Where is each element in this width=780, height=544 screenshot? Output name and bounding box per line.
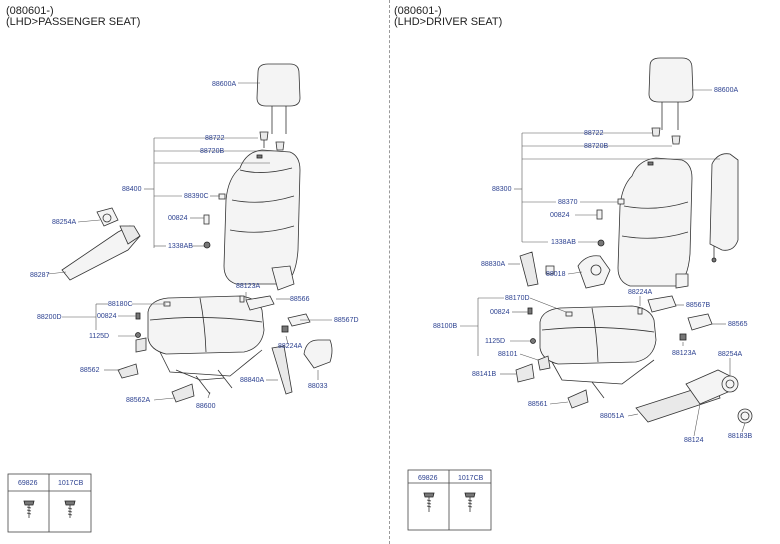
label-88123A: 88123A <box>236 283 260 290</box>
driver-fastener-box: 69826 1017CB <box>407 469 492 531</box>
label-88600: 88600 <box>196 403 216 410</box>
label-88600A-driver: 88600A <box>714 87 738 94</box>
label-88400: 88400 <box>122 186 142 193</box>
box-header-1017CB-driver: 1017CB <box>458 475 484 482</box>
driver-small-parts <box>519 198 689 289</box>
left-diagram-code: (080601-) <box>6 5 54 17</box>
label-88224A: 88224A <box>278 343 302 350</box>
driver-right-parts <box>635 295 753 424</box>
box-header-69826: 69826 <box>18 480 38 487</box>
box-header-69826-driver: 69826 <box>418 475 438 482</box>
driver-head-guides <box>651 127 681 145</box>
label-88033: 88033 <box>308 383 328 390</box>
label-1125D: 1125D <box>89 333 109 340</box>
label-88722: 88722 <box>205 135 225 142</box>
bolt-icon <box>464 492 476 512</box>
label-88720B-driver: 88720B <box>584 143 608 150</box>
label-88141B: 88141B <box>472 371 496 378</box>
label-88254A: 88254A <box>52 219 76 226</box>
panel-divider <box>389 0 390 544</box>
driver-seatback <box>617 157 693 287</box>
label-88018: 88018 <box>546 271 566 278</box>
screw-icon <box>423 492 435 512</box>
label-00824-cushion: 00824 <box>97 313 117 320</box>
driver-cushion <box>515 305 657 409</box>
label-88562: 88562 <box>80 367 100 374</box>
label-88224A-driver: 88224A <box>628 289 652 296</box>
label-88566: 88566 <box>290 296 310 303</box>
label-88390C: 88390C <box>184 193 209 200</box>
label-88370: 88370 <box>558 199 578 206</box>
passenger-cushion <box>117 295 265 403</box>
label-88170D: 88170D <box>505 295 530 302</box>
label-88567B: 88567B <box>686 302 710 309</box>
label-88287: 88287 <box>30 272 50 279</box>
label-88123A-driver: 88123A <box>672 350 696 357</box>
label-1338AB-driver: 1338AB <box>551 239 576 246</box>
label-88720B: 88720B <box>200 148 224 155</box>
label-88830A: 88830A <box>481 261 505 268</box>
passenger-headrest <box>256 63 301 134</box>
box-header-1017CB: 1017CB <box>58 480 84 487</box>
passenger-small-parts <box>61 193 226 281</box>
label-88840A: 88840A <box>240 377 264 384</box>
driver-headrest <box>648 57 694 130</box>
left-diagram-title: (LHD>PASSENGER SEAT) <box>6 16 141 28</box>
passenger-fastener-box: 69826 1017CB <box>7 473 92 533</box>
label-88561: 88561 <box>528 401 548 408</box>
label-88051A: 88051A <box>600 413 624 420</box>
label-88200D: 88200D <box>37 314 62 321</box>
label-88722-driver: 88722 <box>584 130 604 137</box>
passenger-leaders <box>47 82 332 401</box>
label-88180C: 88180C <box>108 301 133 308</box>
label-00824-cushion-driver: 00824 <box>490 309 510 316</box>
label-88100B: 88100B <box>433 323 457 330</box>
driver-labels: 88600A 88722 88720B 88300 88370 00824 13… <box>433 87 752 444</box>
label-88183B: 88183B <box>728 433 752 440</box>
label-88567D: 88567D <box>334 317 359 324</box>
passenger-labels: 88600A 88722 88720B 88400 88390C 00824 1… <box>30 81 359 410</box>
label-88254A-driver: 88254A <box>718 351 742 358</box>
right-diagram-title: (LHD>DRIVER SEAT) <box>394 16 503 28</box>
label-88565: 88565 <box>728 321 748 328</box>
screw-icon <box>23 500 35 518</box>
right-diagram-code: (080601-) <box>394 5 442 17</box>
label-1338AB: 1338AB <box>168 243 193 250</box>
passenger-recliner-parts <box>239 265 333 395</box>
label-00824: 00824 <box>168 215 188 222</box>
bolt-icon <box>64 500 76 518</box>
label-88101: 88101 <box>498 351 518 358</box>
driver-leaders <box>460 89 746 437</box>
label-88600A: 88600A <box>212 81 236 88</box>
label-1125D-driver: 1125D <box>485 338 505 345</box>
label-88562A: 88562A <box>126 397 150 404</box>
passenger-seatback <box>223 149 301 285</box>
driver-side-panel <box>709 153 739 263</box>
label-88124: 88124 <box>684 437 704 444</box>
label-00824-driver: 00824 <box>550 212 570 219</box>
passenger-head-guides <box>259 131 285 151</box>
label-88300: 88300 <box>492 186 512 193</box>
